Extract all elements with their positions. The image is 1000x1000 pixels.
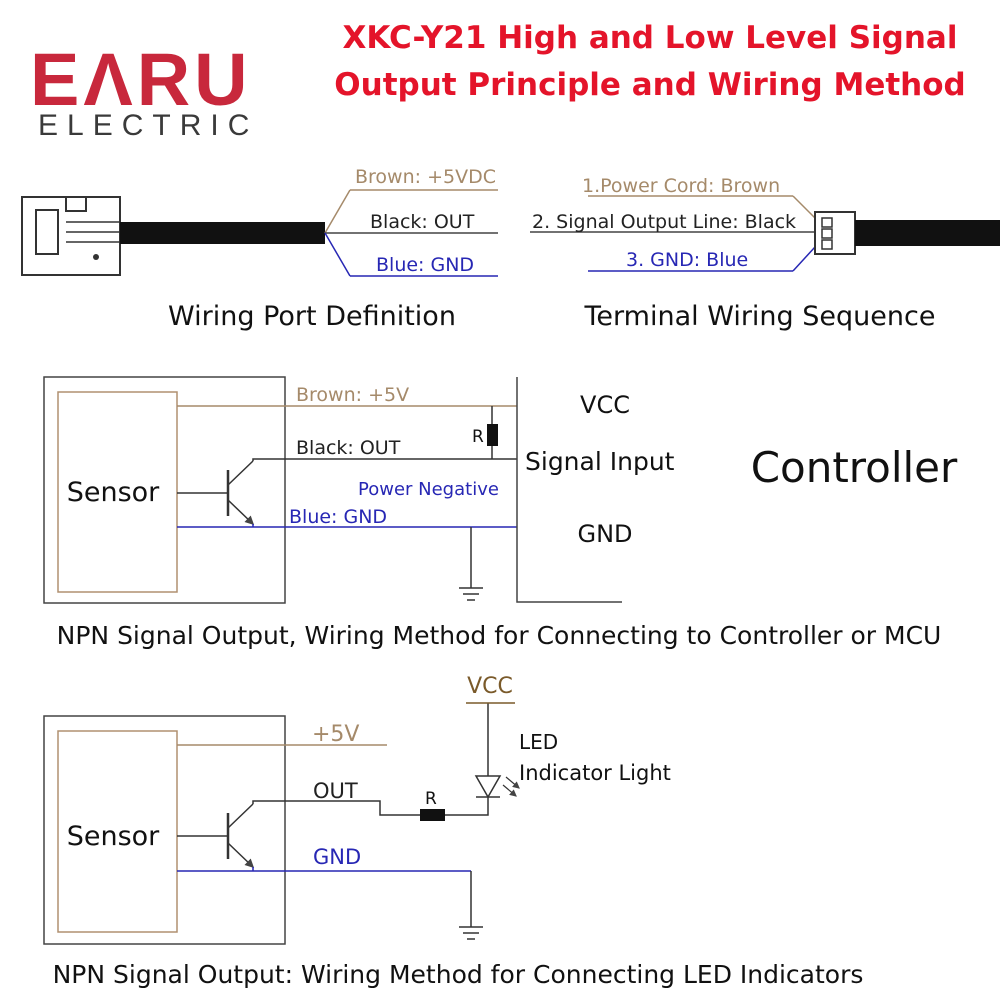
controller-boundary <box>516 377 622 603</box>
brown-wire-label: Brown: +5VDC <box>355 166 496 188</box>
title-line-2: Output Principle and Wiring Method <box>334 67 965 103</box>
blue-label: Blue: GND <box>289 506 387 528</box>
npn-led-section: Sensor +5V R OUT VCC LED Indicator Light… <box>43 674 864 989</box>
out-label: OUT <box>313 779 358 803</box>
npn-led-caption: NPN Signal Output: Wiring Method for Con… <box>53 960 864 989</box>
brand-logo: EΛRU ELECTRIC <box>30 38 258 142</box>
cable <box>120 222 325 244</box>
led-out-rail <box>252 800 420 816</box>
black-label: Black: OUT <box>296 437 401 459</box>
terminal-line-1: 1.Power Cord: Brown <box>582 175 780 197</box>
black-wire-label: Black: OUT <box>370 211 475 233</box>
brown-wire <box>324 189 351 234</box>
blue-wire-label: Blue: GND <box>376 254 474 276</box>
led-sensor-label: Sensor <box>67 821 160 852</box>
sensor-inner-box <box>57 391 178 593</box>
terminal-line-3: 3. GND: Blue <box>626 249 748 271</box>
sensor-label: Sensor <box>67 477 160 508</box>
wiring-port-caption: Wiring Port Definition <box>168 301 456 332</box>
terminal-line-2: 2. Signal Output Line: Black <box>532 211 796 233</box>
led-vcc-label: VCC <box>467 674 513 699</box>
out-rail <box>252 458 517 461</box>
plus5v-label: +5V <box>312 722 359 747</box>
board-chip <box>35 209 59 255</box>
board-pad <box>65 196 87 212</box>
led-resistor-label: R <box>425 789 437 809</box>
brown-label: Brown: +5V <box>296 384 409 406</box>
controller-label: Controller <box>751 443 958 492</box>
npn-controller-caption: NPN Signal Output, Wiring Method for Con… <box>57 621 942 650</box>
led-label-line-1: LED <box>519 730 558 754</box>
pullup-resistor <box>487 424 498 446</box>
terminal-caption: Terminal Wiring Sequence <box>584 301 936 332</box>
logo-sub-text: ELECTRIC <box>38 109 258 142</box>
led-sensor-inner-box <box>57 730 178 933</box>
led-diode <box>474 775 502 799</box>
logo-main-text: EΛRU <box>30 38 252 121</box>
led-resistor <box>420 809 445 821</box>
gnd-label: GND <box>313 845 361 869</box>
led-label-line-2: Indicator Light <box>519 761 671 785</box>
signal-input-label: Signal Input <box>525 447 675 476</box>
blue-wire <box>324 232 351 277</box>
power-negative-label: Power Negative <box>358 479 499 500</box>
wiring-port-section: Brown: +5VDC Black: OUT Blue: GND Wiring… <box>21 166 498 332</box>
npn-controller-section: Sensor R Brown: +5V Black: OUT Power Neg… <box>43 376 958 650</box>
vcc-label: VCC <box>580 391 630 419</box>
terminal-section: 1.Power Cord: Brown 2. Signal Output Lin… <box>530 175 1000 332</box>
terminal-connector <box>814 211 856 255</box>
title-line-1: XKC-Y21 High and Low Level Signal <box>343 20 958 56</box>
resistor-label: R <box>472 427 484 447</box>
terminal-cable <box>855 220 1000 246</box>
gnd-label: GND <box>577 520 632 548</box>
board-hole <box>93 254 99 260</box>
